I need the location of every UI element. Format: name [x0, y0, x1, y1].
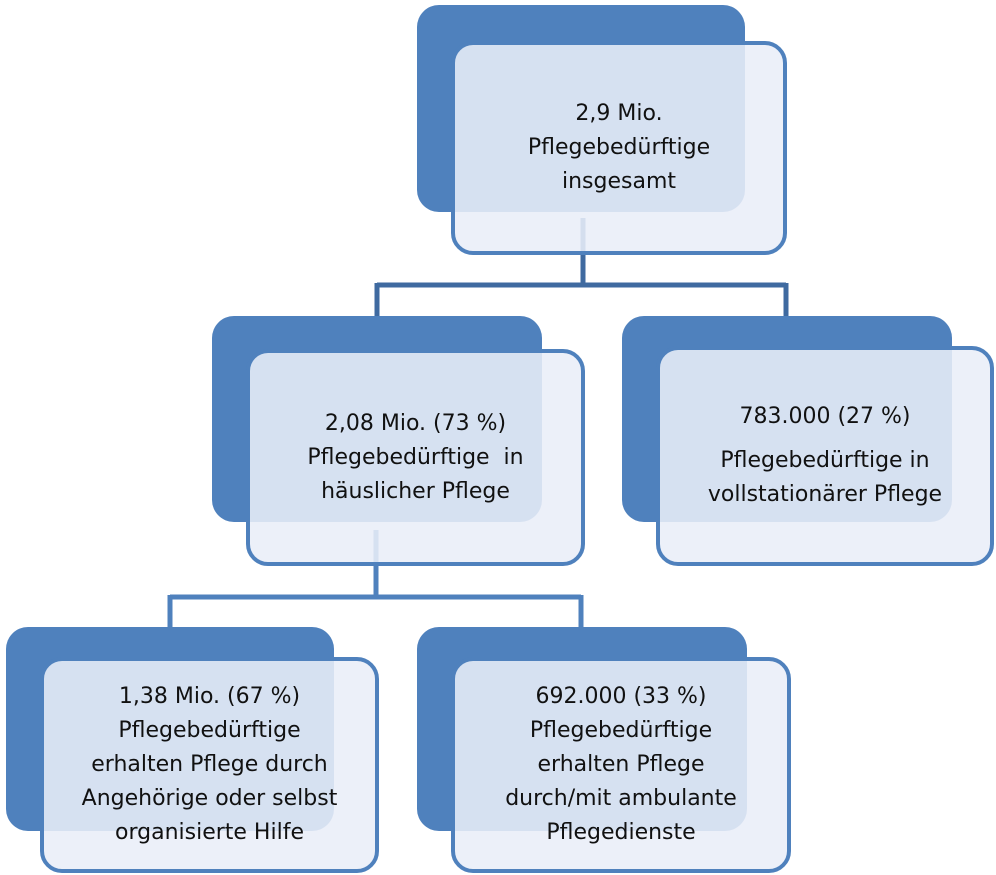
node-relatives-care-line-4: Angehörige oder selbst — [81, 786, 338, 811]
node-home-care-line-1: 2,08 Mio. (73 %) — [324, 410, 507, 436]
node-ambulant-care-line-5: Pflegedienste — [546, 820, 696, 845]
node-ambulant-care: 692.000 (33 %) Pflegebedürftige erhalten… — [417, 627, 791, 873]
node-inpatient-care-box: 783.000 (27 %) Pflegebedürftige in volls… — [656, 346, 994, 566]
node-root-line-2: Pflegebedürftige — [527, 135, 711, 160]
node-home-care-line-3: häuslicher Pflege — [321, 478, 510, 504]
node-root-line-3: insgesamt — [561, 169, 677, 194]
node-inpatient-care-line-1: 783.000 (27 %) — [739, 404, 911, 429]
node-ambulant-care-line-3: erhalten Pflege — [537, 752, 705, 777]
node-relatives-care-line-5: organisierte Hilfe — [115, 820, 304, 845]
node-ambulant-care-box: 692.000 (33 %) Pflegebedürftige erhalten… — [451, 657, 791, 873]
node-ambulant-care-line-1: 692.000 (33 %) — [535, 684, 707, 709]
node-home-care-line-2: Pflegebedürftige in — [307, 444, 524, 470]
node-root-line-1: 2,9 Mio. — [575, 101, 663, 126]
node-home-care: 2,08 Mio. (73 %) Pflegebedürftige in häu… — [212, 316, 585, 566]
node-relatives-care: 1,38 Mio. (67 %) Pflegebedürftige erhalt… — [6, 627, 379, 873]
node-inpatient-care: 783.000 (27 %) Pflegebedürftige in volls… — [622, 316, 994, 566]
node-relatives-care-line-2: Pflegebedürftige — [118, 718, 301, 743]
node-root: 2,9 Mio. Pflegebedürftige insgesamt — [417, 5, 787, 255]
node-inpatient-care-line-2: Pflegebedürftige in — [720, 448, 930, 473]
node-home-care-box: 2,08 Mio. (73 %) Pflegebedürftige in häu… — [246, 349, 585, 566]
node-inpatient-care-line-3: vollstationärer Pflege — [707, 482, 943, 507]
node-relatives-care-box: 1,38 Mio. (67 %) Pflegebedürftige erhalt… — [40, 657, 379, 873]
node-root-box: 2,9 Mio. Pflegebedürftige insgesamt — [451, 41, 787, 255]
node-relatives-care-line-3: erhalten Pflege durch — [91, 752, 328, 777]
node-relatives-care-line-1: 1,38 Mio. (67 %) — [118, 684, 301, 709]
node-ambulant-care-line-4: durch/mit ambulante — [505, 786, 737, 811]
node-ambulant-care-line-2: Pflegebedürftige — [529, 718, 713, 743]
